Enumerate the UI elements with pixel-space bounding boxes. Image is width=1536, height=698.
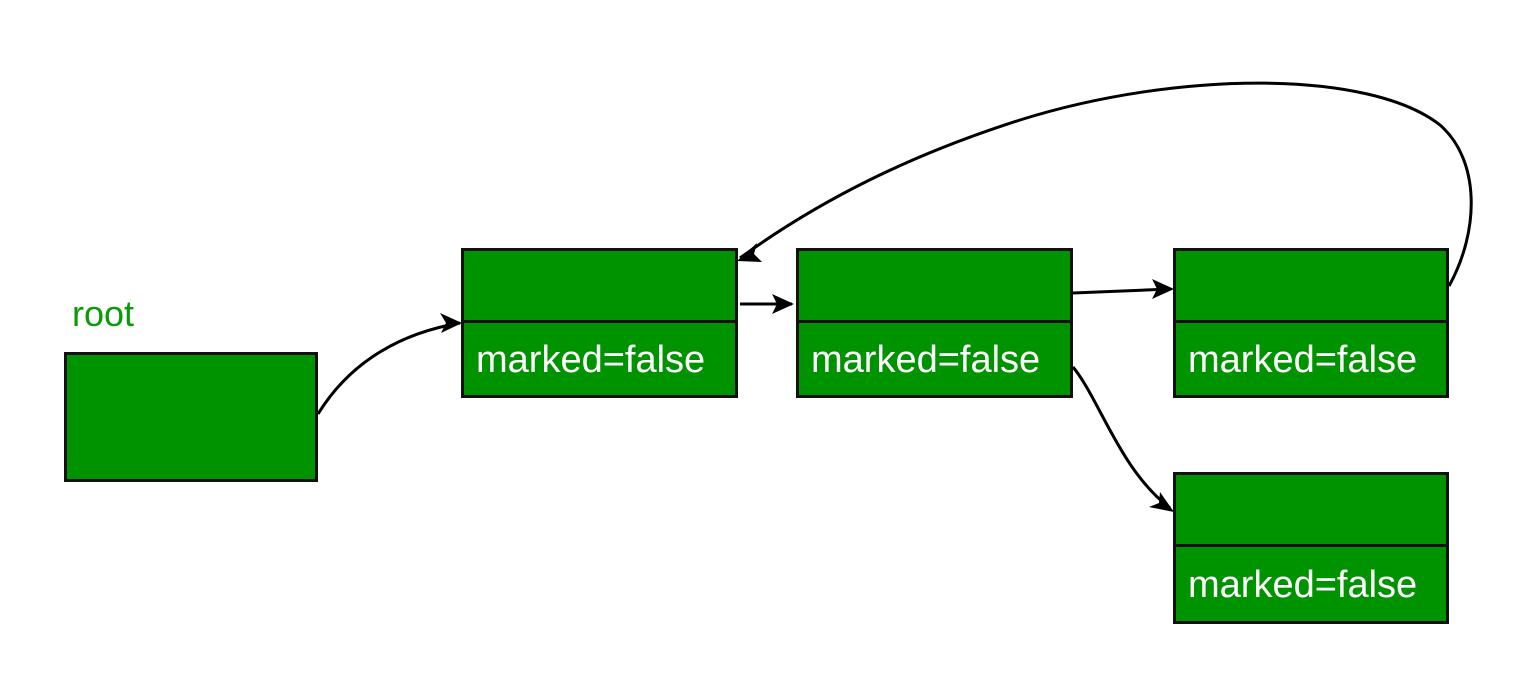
marked-field: marked=false <box>811 339 1041 381</box>
marked-field: marked=false <box>1188 564 1418 606</box>
node-header <box>1176 475 1446 547</box>
arrowhead-icon <box>737 243 762 262</box>
edge-node-2-to-node-3 <box>1072 287 1171 295</box>
edge-node-3-to-node-1 <box>739 81 1473 287</box>
arrowhead-icon <box>772 294 794 314</box>
arrowhead-icon <box>440 313 462 333</box>
arrowhead-icon <box>1152 279 1174 299</box>
marked-field: marked=false <box>1188 339 1418 381</box>
edge-root-to-node-1 <box>316 321 461 415</box>
heap-object-node: marked=false <box>1173 472 1449 624</box>
node-header <box>1176 251 1446 323</box>
node-header <box>799 251 1070 323</box>
heap-object-node: marked=false <box>461 248 738 398</box>
heap-object-node: marked=false <box>796 248 1073 398</box>
root-label: root <box>72 293 135 334</box>
node-header <box>464 251 735 323</box>
edge-node-2-to-node-4 <box>1071 366 1171 510</box>
heap-object-node: marked=false <box>1173 248 1449 398</box>
root-node <box>64 352 318 482</box>
arrowhead-icon <box>1149 492 1174 512</box>
marked-field: marked=false <box>476 339 706 381</box>
